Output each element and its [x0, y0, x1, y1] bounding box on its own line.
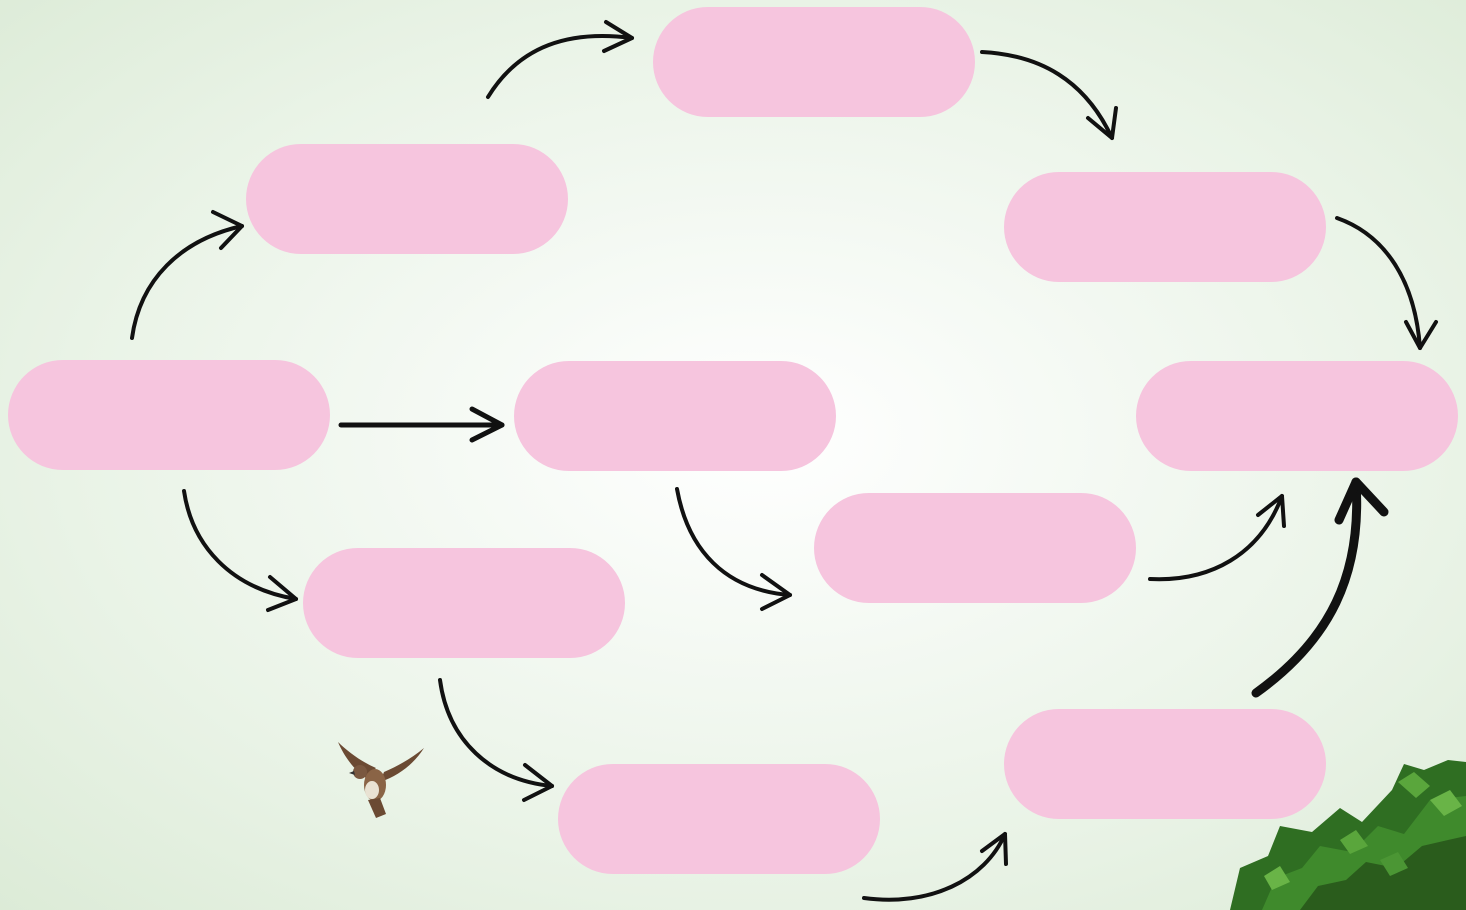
arrow-n8-n5	[1148, 494, 1284, 582]
arrow-n7-n9	[438, 678, 554, 788]
node-9	[558, 764, 880, 874]
arrowhead-n6-n8	[760, 573, 792, 611]
arrowhead-n7-n9	[522, 763, 554, 802]
arrowhead-n1-n2	[211, 210, 244, 250]
arrow-n6-n8	[675, 487, 792, 597]
node-7	[303, 548, 625, 658]
arrow-n3-n4	[980, 50, 1114, 140]
node-5	[1136, 361, 1458, 471]
arrow-n1-n7	[182, 489, 298, 601]
arrow-n2-n3	[486, 34, 634, 99]
node-8	[814, 493, 1136, 603]
node-10	[1004, 709, 1326, 819]
node-6	[514, 361, 836, 471]
arrow-n9-n10	[862, 832, 1007, 902]
arrowhead-n10-n5	[1334, 477, 1389, 525]
arrow-n1-n2	[130, 224, 244, 340]
arrowhead-n3-n4	[1086, 106, 1118, 140]
arrowhead-n2-n3	[602, 20, 634, 53]
arrow-n10-n5	[1251, 477, 1362, 698]
arrow-n4-n5	[1335, 216, 1422, 350]
arrowhead-n8-n5	[1256, 494, 1286, 528]
node-1	[8, 360, 330, 470]
node-4	[1004, 172, 1326, 282]
arrowhead-n4-n5	[1404, 320, 1438, 350]
node-2	[246, 144, 568, 254]
arrowhead-n1-n6	[469, 406, 505, 443]
arrowhead-n9-n10	[980, 832, 1008, 866]
node-3	[653, 7, 975, 117]
arrowhead-n1-n7	[266, 575, 298, 612]
